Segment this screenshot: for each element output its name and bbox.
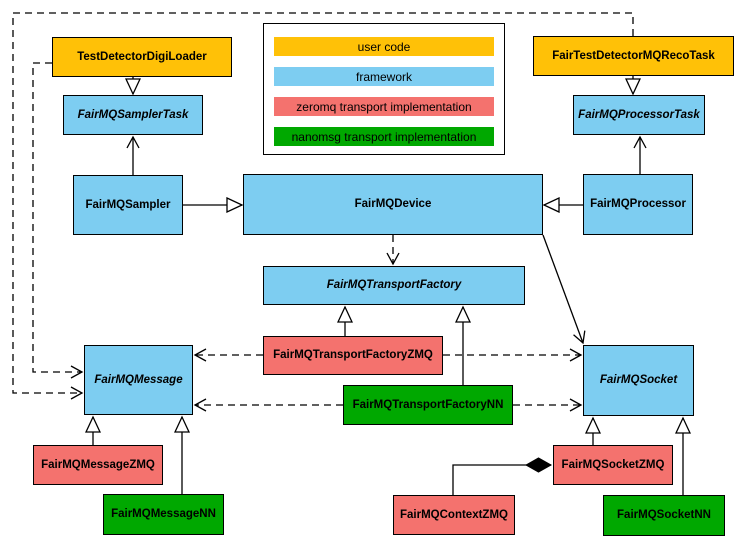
class-fairmqsamplertask: FairMQSamplerTask xyxy=(63,95,203,135)
class-testdetectordigiloader: TestDetectorDigiLoader xyxy=(52,37,232,77)
class-fairmqmessagenn: FairMQMessageNN xyxy=(103,494,224,535)
class-fairmqmessage: FairMQMessage xyxy=(84,345,193,415)
class-fairmqtransportfactoryzmq: FairMQTransportFactoryZMQ xyxy=(263,336,443,375)
legend-item-nanomsg: nanomsg transport implementation xyxy=(274,127,494,146)
class-fairmqsocketzmq: FairMQSocketZMQ xyxy=(553,445,673,485)
class-fairmqsocketnn: FairMQSocketNN xyxy=(603,495,725,536)
class-fairmqsampler: FairMQSampler xyxy=(73,175,183,235)
class-fairmqtransportfactorynn: FairMQTransportFactoryNN xyxy=(343,385,513,425)
edge-association-fairmqdevice-fairmqsocket xyxy=(542,234,586,345)
class-fairmqprocessortask: FairMQProcessorTask xyxy=(573,95,705,135)
class-fairmqprocessor: FairMQProcessor xyxy=(583,174,693,235)
legend-item-framework: framework xyxy=(274,67,494,86)
class-fairmqcontextzmq: FairMQContextZMQ xyxy=(393,495,515,535)
legend-item-zeromq: zeromq transport implementation xyxy=(274,97,494,116)
edge-composition-fairmqcontextzmq-fairmqsocketzmq xyxy=(452,457,553,495)
class-fairtestdetectormqrecotask: FairTestDetectorMQRecoTask xyxy=(533,36,734,76)
edge-dependency-fairtestdetectormqrecotask-fairmqmessage xyxy=(12,12,634,400)
class-fairmqtransportfactory: FairMQTransportFactory xyxy=(263,266,525,305)
legend-item-user-code: user code xyxy=(274,37,494,56)
edge-dependency-testdetectordigiloader-fairmqmessage xyxy=(32,62,84,379)
class-fairmqmessagezmq: FairMQMessageZMQ xyxy=(33,445,163,485)
legend: user code framework zeromq transport imp… xyxy=(263,23,505,155)
class-fairmqsocket: FairMQSocket xyxy=(583,345,694,416)
class-fairmqdevice: FairMQDevice xyxy=(243,174,543,235)
